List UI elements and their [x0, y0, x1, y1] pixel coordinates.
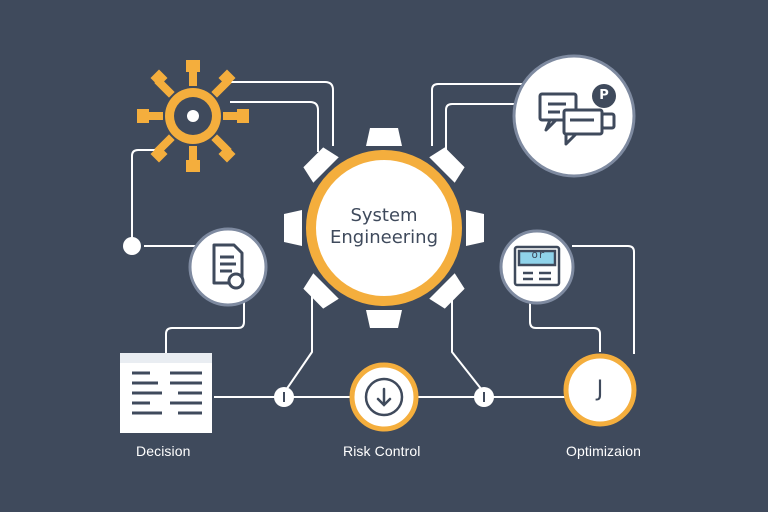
chat-badge-text: P — [599, 88, 609, 103]
risk-control-node — [349, 362, 419, 432]
panel-text: or — [531, 248, 545, 261]
gear-ring — [306, 150, 462, 306]
connector-lines — [131, 81, 635, 398]
gear-teeth — [284, 128, 484, 328]
risk-control-label: Risk Control — [343, 443, 421, 459]
connector-panel-right — [572, 245, 635, 354]
sun-gear-icon — [137, 60, 249, 172]
connector-doc-to-table — [165, 290, 245, 354]
panel-icon — [513, 245, 561, 287]
optimization-node — [563, 353, 637, 427]
j-symbol-icon: J — [596, 377, 604, 402]
connector-center-left-drop — [285, 292, 313, 391]
connector-dot-mid-left — [274, 387, 294, 407]
connector-sun-center — [230, 81, 334, 146]
document-icon — [212, 243, 245, 290]
panel-node — [499, 229, 575, 305]
chat-bubbles-icon — [538, 92, 616, 146]
list-document-icon — [120, 353, 212, 433]
connector-chat-outer — [431, 83, 524, 146]
connector-chat-inner — [445, 103, 526, 152]
connector-sun-center-inner — [230, 101, 319, 152]
decision-label: Decision — [136, 443, 191, 459]
document-node — [188, 227, 268, 307]
optimization-label: Optimizaion — [566, 443, 642, 459]
connector-dot-mid-right — [474, 387, 494, 407]
center-title: System Engineering — [314, 205, 454, 249]
connector-left-vertical — [131, 149, 156, 246]
arrow-down-icon — [376, 387, 392, 407]
connector-center-right-drop — [451, 292, 483, 391]
center-title-line1: System — [350, 205, 418, 226]
connector-dot-left — [123, 237, 141, 255]
connector-panel-down — [529, 292, 601, 352]
chat-node — [512, 54, 636, 178]
center-title-line2: Engineering — [330, 227, 438, 248]
chat-badge — [592, 84, 616, 108]
central-gear — [284, 128, 484, 328]
